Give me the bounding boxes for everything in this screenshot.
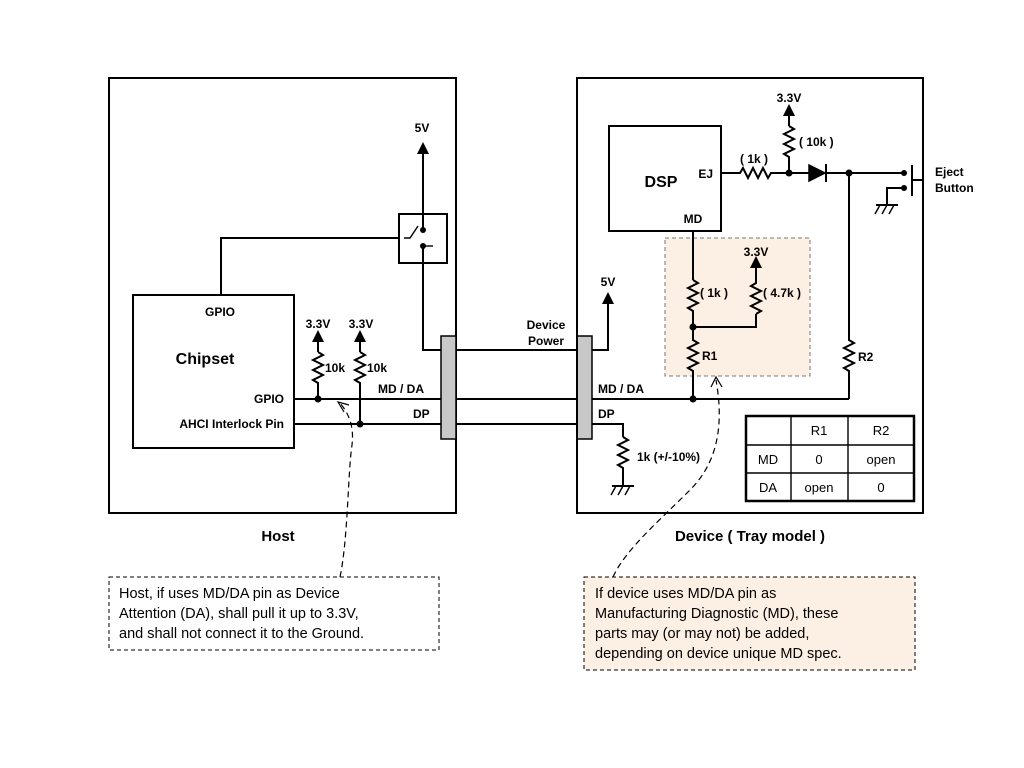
chipset-label: Chipset [176, 351, 235, 368]
resistor-1k-ej [721, 165, 789, 181]
device-note-line-2: Manufacturing Diagnostic (MD), these [595, 606, 838, 622]
chipset-box [132, 294, 295, 449]
device-mdda-label: MD / DA [598, 382, 644, 396]
resistor-10k-device [781, 125, 797, 173]
table-cell-da: DA [759, 480, 777, 495]
ground-symbol-eject [874, 204, 898, 215]
diode-symbol [808, 163, 827, 183]
host-note-leader [339, 402, 354, 578]
res-47k-label: ( 4.7k ) [763, 286, 801, 300]
device-33v-mid-label: 3.3V [744, 245, 769, 259]
host-box [108, 77, 457, 514]
device-caption: Device ( Tray model ) [675, 528, 825, 545]
res-1k-md-label: ( 1k ) [700, 286, 728, 300]
res-1k-ej-label: ( 1k ) [740, 152, 768, 166]
host-connector [440, 335, 457, 440]
gpio-right-label: GPIO [254, 392, 284, 406]
ej-pin-label: EJ [698, 167, 713, 181]
md-pin-label: MD [684, 212, 703, 226]
table-header-r1: R1 [811, 423, 828, 438]
host-mdda-label: MD / DA [378, 382, 424, 396]
gpio-top-label: GPIO [205, 305, 235, 319]
host-33v-b-label: 3.3V [349, 317, 374, 331]
power-wire-host [422, 246, 442, 351]
host-dp-label: DP [413, 407, 430, 421]
device-connector [576, 335, 593, 440]
device-note-leader [612, 379, 720, 578]
host-33v-a-label: 3.3V [306, 317, 331, 331]
resistor-10k-b [352, 351, 368, 424]
device-note-line-3: parts may (or may not) be added, [595, 626, 809, 642]
ahci-pin-label: AHCI Interlock Pin [179, 417, 284, 431]
device-note-line-4: depending on device unique MD spec. [595, 646, 842, 662]
res-10k-device-label: ( 10k ) [799, 135, 834, 149]
host-note-line-2: Attention (DA), shall pull it up to 3.3V… [119, 606, 359, 622]
eject-button-symbol [911, 165, 922, 196]
resistor-r1 [685, 327, 701, 399]
resistor-1k-md [685, 279, 701, 327]
host-5v-label: 5V [415, 121, 430, 135]
resistor-10k-a [310, 351, 326, 399]
host-caption: Host [261, 528, 294, 545]
table-cell-da-r1: open [805, 480, 834, 495]
device-box [576, 77, 924, 514]
device-5v-label: 5V [601, 275, 616, 289]
device-dp-label: DP [598, 407, 615, 421]
device-33v-top-label: 3.3V [777, 91, 802, 105]
device-note-box [583, 576, 916, 671]
eject-label-2: Button [935, 181, 974, 195]
eject-label-1: Eject [935, 165, 964, 179]
table-cell-md: MD [758, 452, 778, 467]
table-cell-md-r2: open [867, 452, 896, 467]
table-cell-md-r1: 0 [815, 452, 822, 467]
device-dp-line [592, 423, 624, 437]
host-note-line-1: Host, if uses MD/DA pin as Device [119, 586, 340, 602]
optional-parts-region [664, 237, 811, 377]
res-10k-b-label: 10k [367, 361, 387, 375]
dsp-box [608, 125, 722, 232]
gpio-switch-wire [220, 237, 404, 295]
r2-label: R2 [858, 350, 874, 364]
ground-symbol-dp [610, 485, 634, 496]
table-header-r2: R2 [873, 423, 890, 438]
resistor-dp-1k [615, 436, 631, 486]
resistor-r2 [841, 173, 857, 399]
host-note-line-3: and shall not connect it to the Ground. [119, 626, 364, 642]
device-power-label-2: Power [528, 334, 564, 348]
device-note-line-1: If device uses MD/DA pin as [595, 586, 776, 602]
supply-arrow-5v-device [592, 292, 614, 351]
dsp-label: DSP [645, 174, 678, 191]
table-cell-da-r2: 0 [877, 480, 884, 495]
r1-label: R1 [702, 349, 718, 363]
resistor-4-7k [748, 268, 764, 315]
host-note-box [108, 576, 440, 651]
res-dp-label: 1k (+/-10%) [637, 450, 700, 464]
device-power-label-1: Device [527, 318, 566, 332]
res-10k-a-label: 10k [325, 361, 345, 375]
resistor-table: R1 R2 MD 0 open DA open 0 [744, 414, 916, 503]
